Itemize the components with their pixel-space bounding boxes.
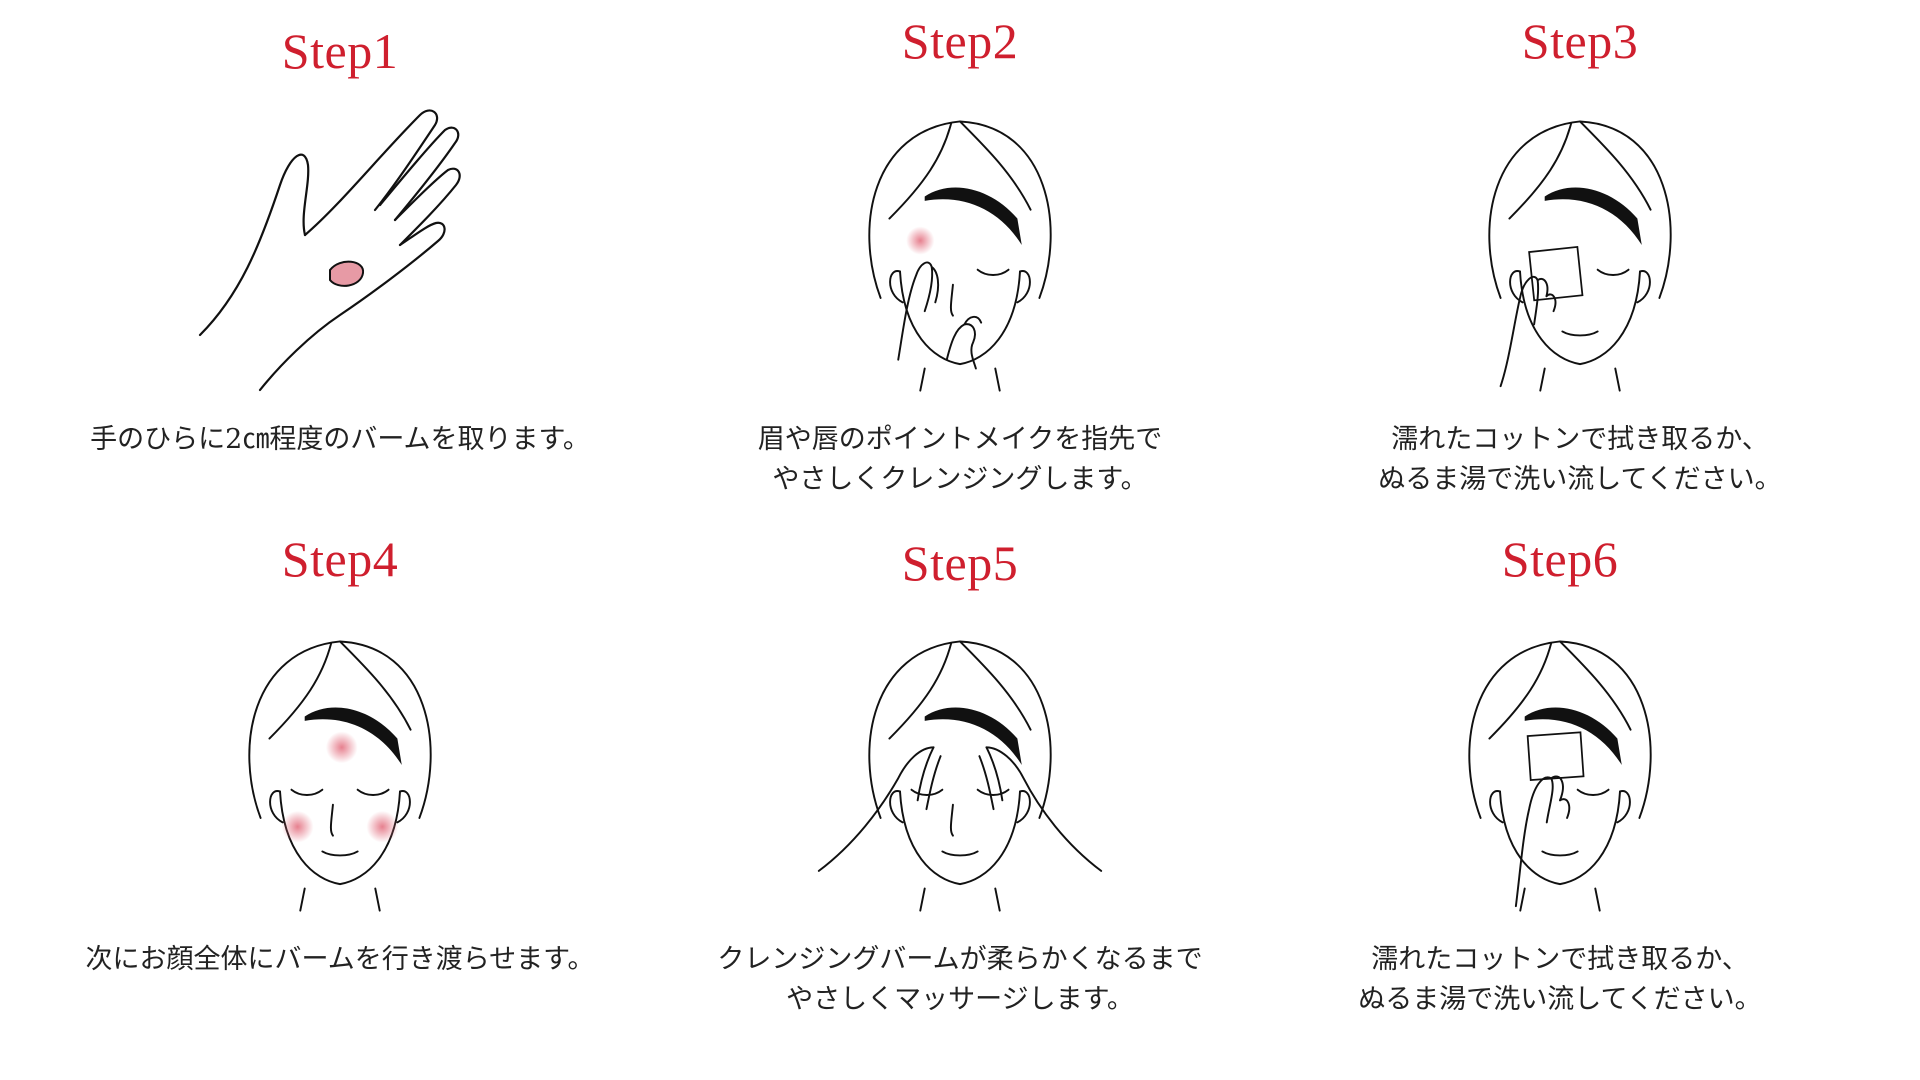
- step-2: Step2 眉や唇のポイントメイクを指先で やさしくクレンジングします。: [650, 0, 1270, 540]
- face-fingertips-icon: [800, 95, 1120, 395]
- step-title: Step1: [281, 23, 399, 79]
- step-title: Step4: [281, 531, 399, 587]
- step-caption: 手のひらに2㎝程度のバームを取ります。: [30, 420, 650, 460]
- step-3: Step3 濡れたコットンで拭き取るか、 ぬるま湯で洗い流してください。: [1270, 0, 1890, 540]
- caption-line: ぬるま湯で洗い流してください。: [1378, 464, 1782, 495]
- step-title: Step6: [1501, 531, 1619, 587]
- step-caption: 濡れたコットンで拭き取るか、 ぬるま湯で洗い流してください。: [1250, 940, 1870, 1020]
- step-title: Step5: [901, 535, 1019, 591]
- caption-line: 濡れたコットンで拭き取るか、: [1391, 424, 1769, 455]
- caption-line: 手のひらに2㎝程度のバームを取ります。: [90, 424, 590, 455]
- step-6: Step6 濡れたコットンで拭き取るか、 ぬるま湯で洗い流してください。: [1250, 520, 1870, 1060]
- step-4: Step4 次にお顔全体にバームを行き渡らせます。: [30, 520, 650, 1060]
- caption-line: やさしくクレンジングします。: [772, 464, 1148, 495]
- face-massage-icon: [800, 615, 1120, 915]
- caption-line: クレンジングバームが柔らかくなるまで: [717, 944, 1203, 975]
- step-5: Step5 クレンジングバームが柔らかくなるまで やさしくマッサージします。: [650, 520, 1270, 1060]
- caption-line: 濡れたコットンで拭き取るか、: [1371, 944, 1749, 975]
- step-1: Step1 手のひらに2㎝程度のバームを取ります。: [30, 0, 650, 540]
- caption-line: やさしくマッサージします。: [786, 984, 1134, 1015]
- step-title: Step2: [901, 13, 1019, 69]
- caption-line: 次にお顔全体にバームを行き渡らせます。: [85, 944, 595, 975]
- step-caption: クレンジングバームが柔らかくなるまで やさしくマッサージします。: [650, 940, 1270, 1020]
- step-title: Step3: [1521, 13, 1639, 69]
- caption-line: ぬるま湯で洗い流してください。: [1358, 984, 1762, 1015]
- step-caption: 次にお顔全体にバームを行き渡らせます。: [30, 940, 650, 980]
- caption-line: 眉や唇のポイントメイクを指先で: [757, 424, 1163, 455]
- hand-balm-icon: [180, 95, 500, 395]
- face-cotton-icon: [1420, 95, 1740, 395]
- face-balm-dots-icon: [180, 615, 500, 915]
- step-caption: 濡れたコットンで拭き取るか、 ぬるま湯で洗い流してください。: [1270, 420, 1890, 500]
- step-caption: 眉や唇のポイントメイクを指先で やさしくクレンジングします。: [650, 420, 1270, 500]
- face-cotton-forehead-icon: [1400, 615, 1720, 915]
